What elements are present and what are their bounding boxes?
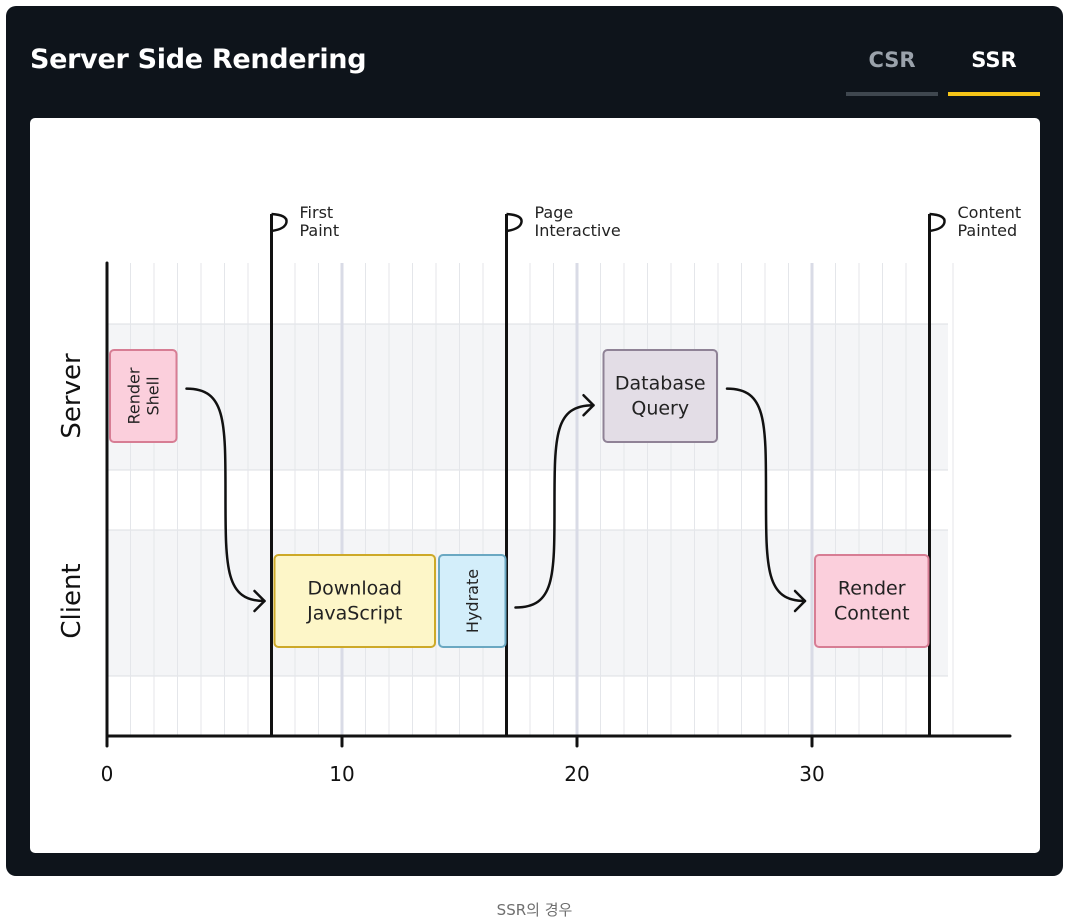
x-tick-label: 20 bbox=[564, 762, 589, 786]
arrow-head bbox=[582, 393, 595, 417]
x-tick-label: 30 bbox=[799, 762, 824, 786]
task-label: Shell bbox=[143, 376, 162, 415]
panel-title: Server Side Rendering bbox=[30, 44, 367, 75]
milestone-label: First bbox=[300, 203, 334, 222]
lane-label-server: Server bbox=[57, 353, 87, 439]
task-label: Query bbox=[631, 398, 689, 420]
milestone-flag-icon bbox=[271, 212, 288, 233]
task-label: Download bbox=[308, 578, 402, 600]
task-box-hydrate bbox=[438, 554, 507, 648]
figure-caption: SSR의 경우 bbox=[496, 901, 573, 919]
lane-band-server bbox=[107, 324, 948, 470]
milestone-label: Content bbox=[958, 203, 1022, 222]
x-tick-label: 10 bbox=[329, 762, 354, 786]
milestone-flag-icon bbox=[929, 212, 946, 233]
lane-label-client: Client bbox=[57, 563, 87, 638]
task-box-database-query bbox=[602, 349, 718, 443]
flow-arrow-database-query-to-render-content bbox=[725, 387, 807, 603]
flow-arrow-hydrate-to-database-query bbox=[514, 403, 595, 609]
task-box-render-shell bbox=[109, 349, 178, 443]
tab-ssr[interactable]: SSR bbox=[948, 48, 1040, 96]
lane-band-client bbox=[107, 530, 948, 676]
milestone-label: Page bbox=[535, 203, 574, 222]
task-label: Hydrate bbox=[463, 569, 482, 633]
arrow-head bbox=[793, 589, 807, 613]
milestone-label: Interactive bbox=[535, 221, 621, 240]
task-box-render-content bbox=[814, 554, 930, 648]
task-label: JavaScript bbox=[306, 603, 402, 625]
diagram-panel: Server Side Rendering CSR SSR 0 10 20 30 Ser… bbox=[6, 6, 1063, 876]
x-tick-label: 0 bbox=[101, 762, 114, 786]
tab-csr[interactable]: CSR bbox=[846, 48, 938, 96]
arrow-head bbox=[253, 589, 266, 613]
task-label: Render bbox=[124, 367, 143, 424]
milestone-label: Painted bbox=[958, 221, 1018, 240]
milestone-flag-icon bbox=[506, 212, 523, 233]
task-label: Render bbox=[838, 578, 906, 600]
milestone-label: Paint bbox=[300, 221, 340, 240]
flow-arrow-render-shell-to-download-javascript bbox=[185, 387, 266, 603]
task-label: Content bbox=[834, 603, 910, 625]
task-box-download-javascript bbox=[273, 554, 436, 648]
task-label: Database bbox=[615, 373, 706, 395]
